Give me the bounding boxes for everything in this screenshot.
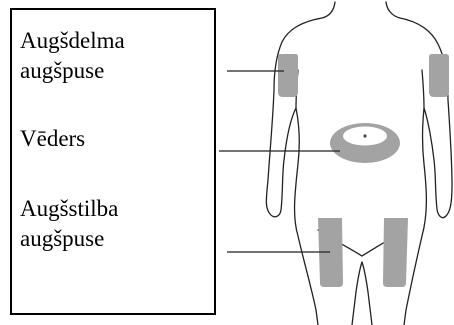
site-upper-arm-right: [429, 54, 449, 97]
site-thigh-right: [383, 218, 408, 287]
site-abdomen: [330, 123, 400, 163]
site-upper-arm-left: [278, 54, 298, 97]
body-outline: [266, 2, 452, 325]
navel: [363, 134, 366, 137]
